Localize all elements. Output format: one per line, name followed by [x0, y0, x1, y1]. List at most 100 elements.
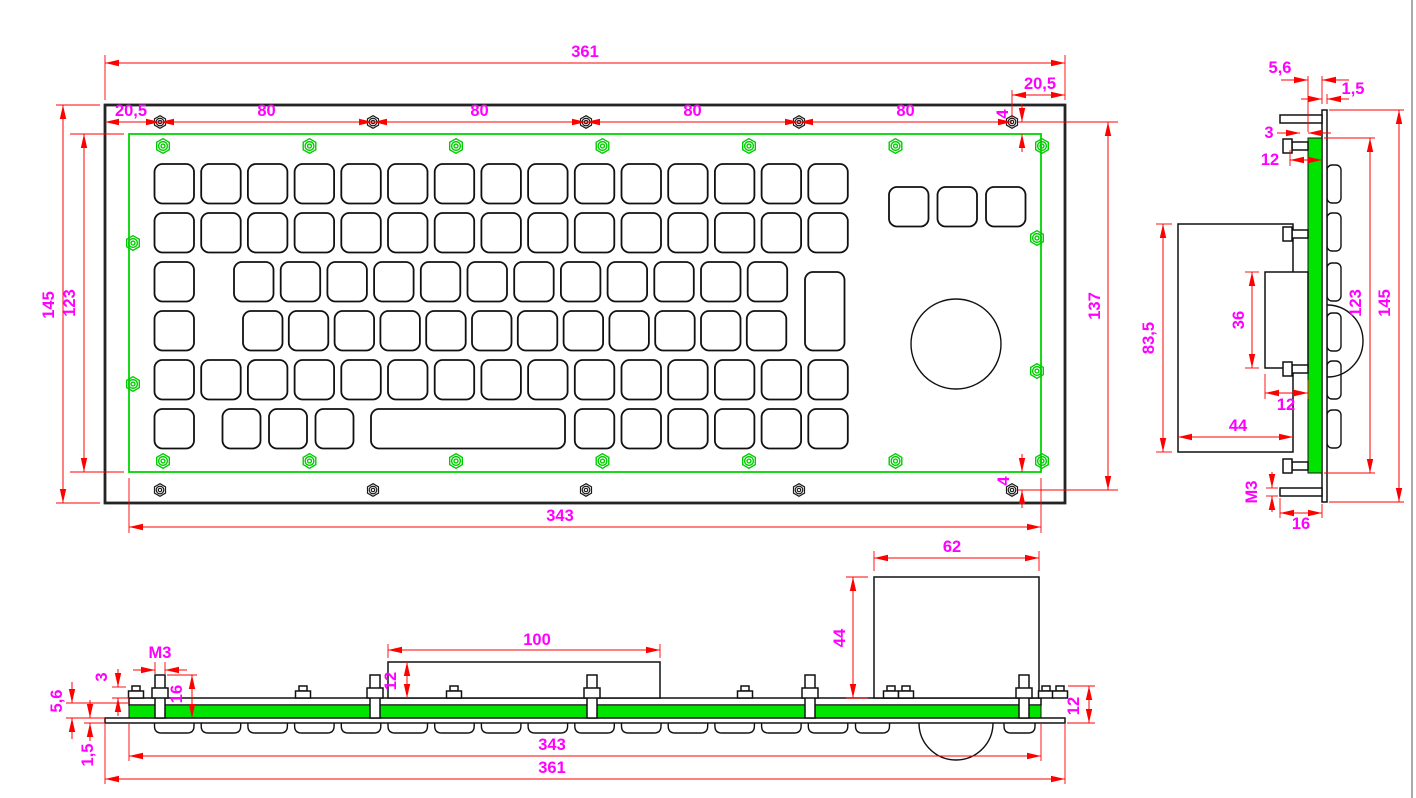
pcb-nut	[130, 381, 136, 387]
key-cutout	[387, 163, 429, 205]
key-cutout	[200, 163, 242, 205]
pcb-nuts	[126, 137, 1049, 470]
pcb-nut	[742, 452, 756, 470]
key-cutout	[888, 186, 930, 228]
key-cutout	[527, 212, 569, 254]
dim-label-side-pcb-height: 123	[1347, 289, 1365, 317]
pcb-nut	[1031, 365, 1043, 377]
key-cutout	[153, 212, 195, 254]
dim-label-cutout-height: 123	[61, 289, 79, 317]
pcb-nut	[160, 458, 166, 464]
dim-label-side-stud-offset: 3	[1264, 124, 1273, 142]
key-cutout	[936, 186, 978, 228]
key-cutout	[620, 408, 662, 450]
stud-collar	[583, 687, 601, 699]
stud-nut	[1282, 138, 1293, 154]
pcb-nut	[453, 143, 459, 149]
key-cutout	[370, 408, 566, 450]
key-cutout	[654, 310, 696, 352]
key-cutout	[153, 408, 195, 450]
mount-hole	[155, 485, 165, 495]
pcb-nut	[304, 455, 315, 467]
key-cutout	[573, 212, 616, 254]
stud-collar	[1015, 687, 1033, 699]
key-cutout	[746, 261, 789, 303]
stud-shaft	[1291, 461, 1309, 471]
dim-label-connector-height: 12	[382, 672, 400, 690]
dim-label-bottom-stud-length: 16	[168, 685, 186, 703]
key-cutout	[560, 261, 602, 303]
stud-shaft	[1291, 141, 1309, 151]
key-cutout	[293, 163, 336, 205]
mount-hole	[583, 487, 589, 493]
mount-hole	[579, 483, 593, 497]
key-cutout	[700, 261, 742, 303]
pcb-bottom	[128, 704, 1042, 719]
dim-label-mount-offset-right: 20,5	[1024, 75, 1056, 93]
key-cutout	[387, 359, 429, 401]
mount-hole	[794, 485, 804, 495]
dim-label-connector-width: 100	[523, 631, 551, 649]
key-cutout	[480, 163, 522, 205]
front-dimensions: 361 20,5 80 80 80 80 20,5 4 137	[40, 43, 1118, 533]
pcb-nut	[453, 458, 459, 464]
mount-hole	[1009, 487, 1015, 493]
backplate-bottom	[128, 697, 1042, 706]
pcb-nut	[1030, 229, 1044, 247]
pcb-nut	[302, 452, 317, 470]
dim-label-side-housing-height: 83,5	[1140, 322, 1158, 354]
dim-label-bottom-total-width: 361	[538, 759, 566, 777]
key-cutout	[466, 261, 508, 303]
pcb-nut	[1030, 362, 1044, 380]
side-dimensions: 5,6 1,5 3 12 83,5 36	[1140, 59, 1404, 533]
key-cutout	[573, 408, 616, 450]
dim-label-bottom-nut-height: 3	[93, 672, 111, 681]
trackball-housing-bottom	[873, 576, 1040, 699]
key-profile	[247, 723, 289, 734]
key-profile	[480, 723, 522, 734]
pcb-nut	[1034, 368, 1040, 374]
mount-hole	[1005, 483, 1019, 497]
key-profile	[527, 723, 569, 734]
key-cutout	[527, 359, 569, 401]
key-cutout	[807, 408, 849, 450]
nut-base	[882, 690, 900, 699]
pcb-nut	[1035, 452, 1049, 470]
key-cutout	[246, 163, 289, 205]
dim-label-hole-inset-top: 4	[994, 109, 1012, 119]
pcb-nut	[888, 452, 903, 470]
nut-base	[1037, 690, 1055, 699]
mount-hole	[157, 487, 163, 493]
key-profile	[1326, 164, 1342, 204]
key-profile	[807, 723, 849, 734]
stud-collar	[366, 687, 384, 699]
key-cutout	[760, 359, 802, 401]
pcb-nut	[597, 455, 608, 467]
mount-hole	[792, 483, 806, 497]
stud-nut	[1282, 226, 1293, 242]
key-cutout	[606, 261, 648, 303]
key-profile	[854, 723, 891, 734]
key-cutout	[433, 212, 476, 254]
key-cutout	[246, 212, 289, 254]
key-cutout	[333, 310, 376, 352]
key-cutout	[760, 408, 802, 450]
stud-shaft	[1291, 229, 1309, 239]
key-cutout	[293, 359, 336, 401]
key-profile	[1003, 723, 1036, 734]
faceplate-side	[1321, 109, 1328, 503]
nut-base	[736, 690, 754, 699]
side-view: 5,6 1,5 3 12 83,5 36	[1140, 59, 1404, 533]
key-profile	[153, 723, 195, 734]
key-cutout	[527, 163, 569, 205]
mount-hole	[368, 485, 378, 495]
pcb-nut	[890, 140, 901, 152]
key-cutout	[433, 359, 476, 401]
dim-label-edge-clearance: 12	[1065, 697, 1083, 715]
key-cutout	[379, 310, 421, 352]
nut-base	[1051, 690, 1069, 699]
mount-hole	[581, 485, 591, 495]
pcb-nut	[449, 137, 463, 155]
pcb-nut	[304, 140, 315, 152]
key-cutout	[340, 212, 382, 254]
